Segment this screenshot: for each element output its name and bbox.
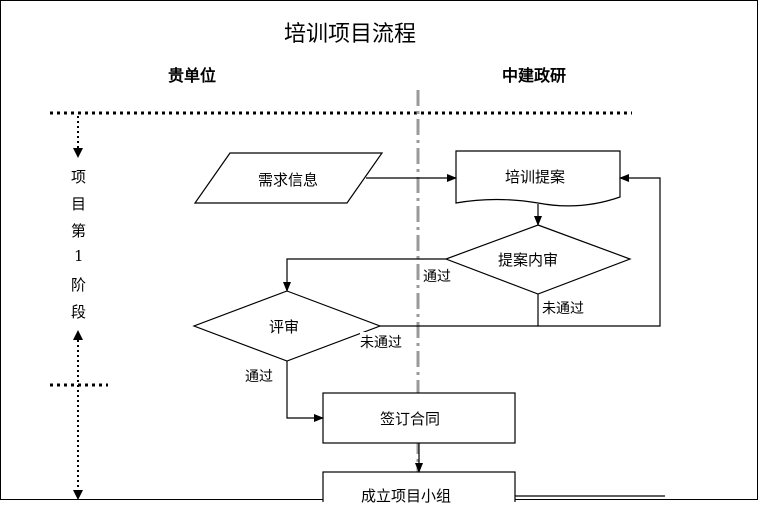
demand-info-shape [193, 152, 384, 204]
stage-char: 1 [74, 247, 84, 265]
stage-arrow-down-2 [73, 490, 83, 500]
stage-char: 段 [71, 303, 87, 321]
training-proposal-label: 培训提案 [505, 168, 566, 186]
stage-arrow-down [73, 148, 83, 158]
edge-review-failed [537, 174, 661, 327]
evaluation-label: 评审 [269, 318, 300, 336]
demand-info-label: 需求信息 [258, 171, 319, 189]
training-proposal-shape [455, 150, 621, 207]
edge-label-failed: 未通过 [542, 298, 584, 318]
stage-arrow-up [73, 330, 83, 340]
stage-char: 阶 [71, 276, 87, 294]
edge-review-passed [283, 258, 446, 292]
page-title: 培训项目流程 [284, 22, 417, 47]
stage-char: 项 [71, 168, 87, 186]
edge-label-passed: 通过 [245, 366, 273, 386]
form-group-shape [322, 471, 516, 502]
form-group-label: 成立项目小组 [361, 487, 452, 505]
column-left-header: 贵单位 [168, 66, 217, 85]
stage-char: 第 [71, 222, 87, 240]
column-right-header: 中建政研 [502, 66, 567, 85]
edge-label-passed: 通过 [423, 266, 451, 286]
stage-char: 目 [71, 195, 87, 213]
sign-contract-label: 签订合同 [380, 410, 441, 428]
edge-eval-passed [286, 361, 324, 422]
edge-label-failed: 未通过 [360, 332, 402, 352]
proposal-review-label: 提案内审 [498, 251, 559, 269]
